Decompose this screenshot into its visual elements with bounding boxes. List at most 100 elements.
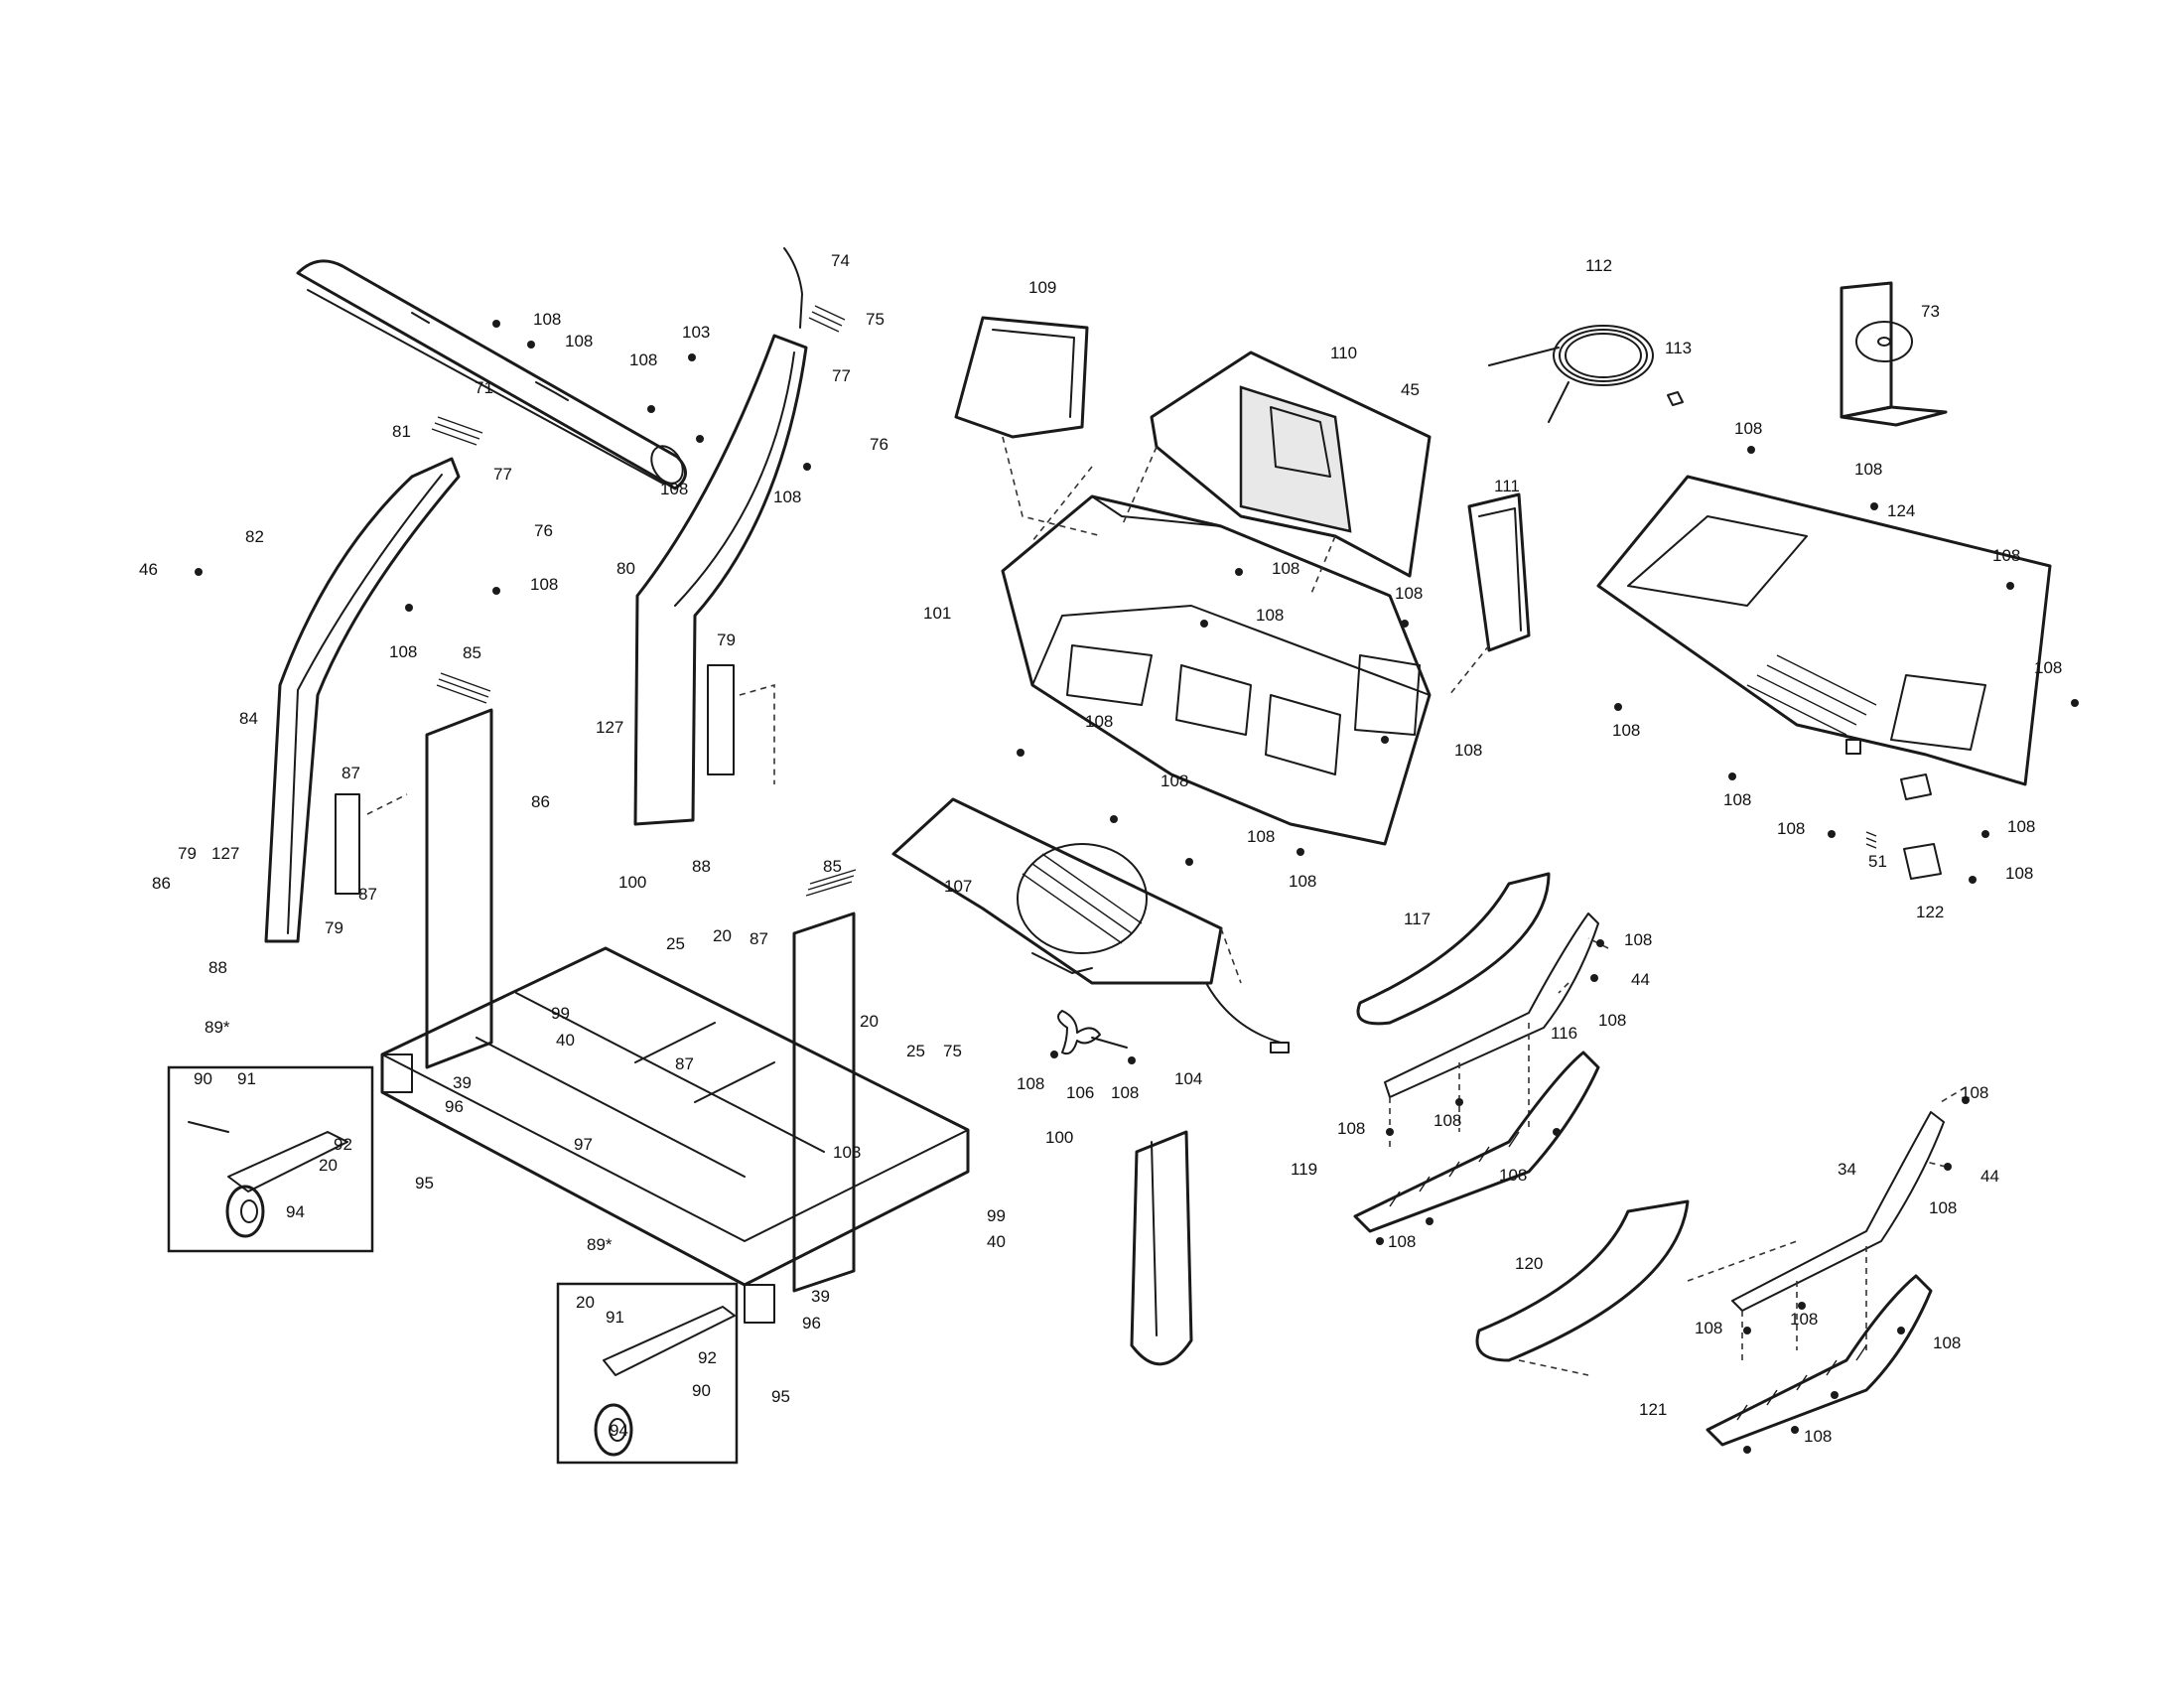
part-label-103: 103: [682, 323, 710, 342]
part-label-20: 20: [860, 1012, 879, 1031]
part-label-108: 108: [1734, 419, 1762, 438]
upright-plate-85b: [792, 869, 857, 1293]
part-label-20: 20: [319, 1156, 338, 1175]
part-label-108: 108: [1777, 819, 1805, 838]
part-label-108: 108: [2034, 658, 2062, 677]
part-label-101: 101: [923, 604, 951, 623]
part-label-71: 71: [475, 378, 493, 397]
part-label-40: 40: [987, 1232, 1006, 1251]
part-label-90: 90: [692, 1381, 711, 1400]
part-label-108: 108: [2005, 864, 2033, 883]
part-label-122: 122: [1916, 903, 1944, 921]
side-rail-34: [1731, 1111, 1945, 1365]
part-label-108: 108: [1804, 1427, 1832, 1446]
part-label-99: 99: [987, 1206, 1006, 1225]
part-label-82: 82: [245, 527, 264, 546]
part-label-116: 116: [1551, 1024, 1577, 1043]
dashed-leaders-console: [1031, 446, 1490, 984]
part-label-89-star: 89*: [205, 1018, 230, 1037]
part-label-108: 108: [1961, 1083, 1988, 1102]
hood-107: [891, 797, 1223, 985]
part-label-88: 88: [208, 958, 227, 977]
part-label-92: 92: [698, 1348, 717, 1367]
part-label-108: 108: [1790, 1310, 1818, 1329]
part-label-108: 108: [1992, 546, 2020, 565]
part-label-44: 44: [1980, 1167, 1999, 1186]
part-label-84: 84: [239, 709, 258, 728]
part-label-99: 99: [551, 1004, 570, 1023]
part-label-44: 44: [1631, 970, 1650, 989]
part-label-108: 108: [1929, 1198, 1957, 1217]
part-label-79: 79: [178, 844, 197, 863]
part-label-117: 117: [1404, 910, 1431, 928]
rear-cover-124: [1596, 475, 2052, 800]
part-label-87: 87: [750, 929, 768, 948]
part-label-120: 120: [1515, 1254, 1543, 1273]
part-label-86: 86: [152, 874, 171, 893]
part-label-77: 77: [832, 366, 851, 385]
part-label-108: 108: [1854, 460, 1882, 479]
part-label-75: 75: [943, 1042, 962, 1060]
part-label-46: 46: [139, 560, 158, 579]
part-label-108: 108: [2007, 817, 2035, 836]
part-label-108: 108: [1085, 712, 1113, 731]
part-label-108: 108: [1612, 721, 1640, 740]
part-label-127: 127: [596, 718, 623, 737]
part-label-121: 121: [1639, 1400, 1667, 1419]
part-label-81: 81: [392, 422, 411, 441]
part-label-90: 90: [194, 1069, 212, 1088]
console-top-45: [1150, 351, 1432, 578]
upright-80: [633, 247, 846, 826]
part-label-79: 79: [717, 631, 736, 649]
part-label-108: 108: [1695, 1319, 1722, 1337]
part-label-39: 39: [811, 1287, 830, 1306]
part-label-51: 51: [1868, 852, 1887, 871]
part-label-97: 97: [574, 1135, 593, 1154]
part-label-108: 108: [1256, 606, 1284, 625]
part-label-96: 96: [802, 1314, 821, 1333]
belt-104: [1130, 1130, 1193, 1366]
part-label-20: 20: [576, 1293, 595, 1312]
part-label-94: 94: [286, 1202, 305, 1221]
rail-cap-117: [1356, 872, 1551, 1026]
tray-109: [954, 316, 1103, 537]
part-label-108: 108: [1624, 930, 1652, 949]
part-label-108: 108: [1247, 827, 1275, 846]
wheel-housing-box-right: [556, 1282, 739, 1465]
part-label-108: 108: [533, 310, 561, 329]
handrail-71: [296, 259, 687, 491]
part-label-100: 100: [1045, 1128, 1073, 1147]
part-label-92: 92: [334, 1135, 352, 1154]
part-label-25: 25: [906, 1042, 925, 1060]
part-label-94: 94: [610, 1421, 628, 1440]
part-label-107: 107: [944, 877, 972, 896]
part-label-87: 87: [341, 764, 360, 782]
console-base-101: [1001, 494, 1432, 846]
part-label-108: 108: [1017, 1074, 1044, 1093]
grommet-51: [1865, 831, 1877, 849]
part-label-108: 108: [389, 642, 417, 661]
wheel-housing-box-left: [167, 1065, 374, 1253]
fasteners: [195, 320, 2079, 1454]
part-label-76: 76: [534, 521, 553, 540]
part-label-85: 85: [463, 643, 481, 662]
part-label-108: 108: [1933, 1333, 1961, 1352]
part-label-112: 112: [1585, 256, 1612, 275]
dashed-leaders-rails: [1558, 937, 1967, 1168]
part-label-87: 87: [675, 1054, 694, 1073]
part-label-110: 110: [1330, 344, 1357, 362]
part-label-109: 109: [1028, 278, 1056, 297]
part-label-127: 127: [211, 844, 239, 863]
part-label-85: 85: [823, 857, 842, 876]
part-label-106: 106: [1066, 1083, 1094, 1102]
part-label-108: 108: [1454, 741, 1482, 760]
part-label-108: 108: [629, 351, 657, 369]
plug-113: [1667, 391, 1684, 406]
upright-plate-85a: [425, 672, 493, 1069]
part-label-95: 95: [415, 1174, 434, 1193]
part-label-34: 34: [1838, 1160, 1856, 1179]
part-label-108: 108: [1499, 1166, 1527, 1185]
part-label-113: 113: [1665, 339, 1692, 357]
part-label-104: 104: [1174, 1069, 1202, 1088]
